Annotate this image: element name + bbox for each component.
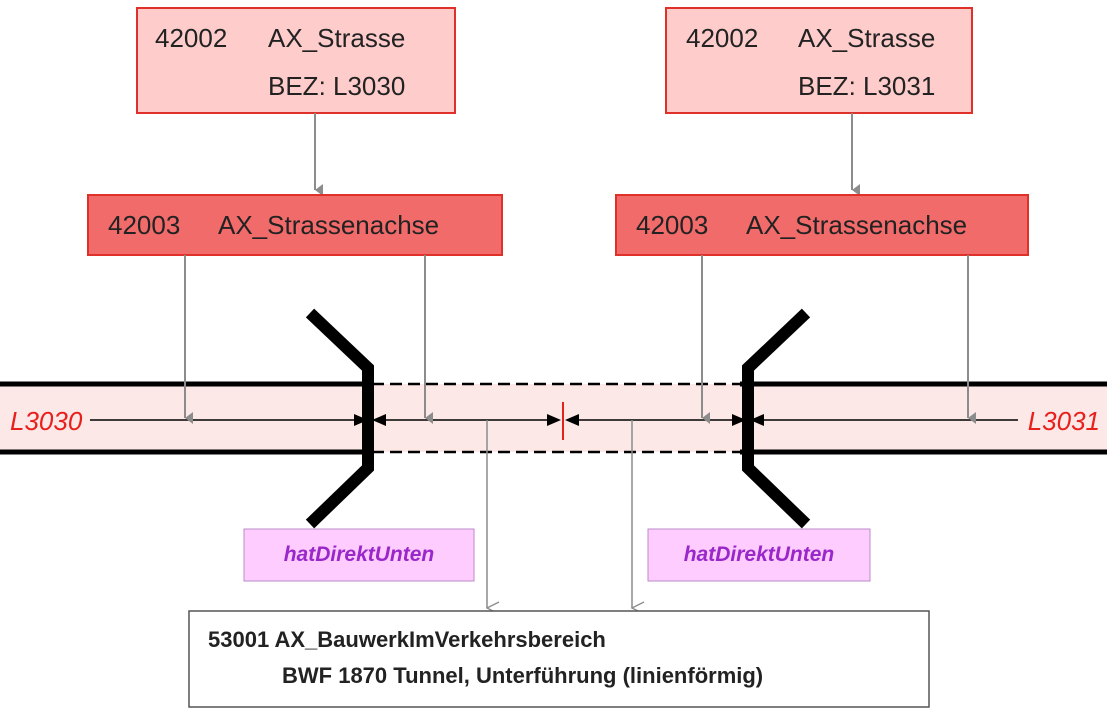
strasse-box-left: 42002 AX_Strasse BEZ: L3030 (136, 7, 456, 114)
bauwerk-subtitle: BWF 1870 Tunnel, Unterführung (linienför… (282, 663, 763, 688)
strasse-right-bez: BEZ: L3031 (798, 71, 935, 101)
bauwerk-title: 53001 AX_BauwerkImVerkehrsbereich (208, 627, 606, 652)
road-label-right: L3031 (1028, 406, 1100, 436)
relation-right-label: hatDirektUnten (684, 543, 835, 566)
road-label-left: L3030 (10, 406, 83, 436)
strasse-right-class: AX_Strasse (798, 23, 935, 53)
road-right-fill (740, 384, 1107, 452)
achse-right-code: 42003 (636, 210, 708, 240)
axis-node-arrow (372, 414, 386, 426)
strasse-right-code: 42002 (686, 23, 758, 53)
achse-right-class: AX_Strassenachse (746, 210, 967, 240)
tunnel-portal-right (742, 308, 811, 529)
strasse-box-right: 42002 AX_Strasse BEZ: L3031 (665, 7, 973, 114)
achse-box-left: 42003 AX_Strassenachse (87, 194, 503, 256)
strasse-left-class: AX_Strasse (268, 23, 405, 53)
strasse-left-bez: BEZ: L3030 (268, 71, 405, 101)
axis-node-arrow (565, 414, 579, 426)
achse-left-code: 42003 (108, 210, 180, 240)
axis-node-arrow (750, 414, 764, 426)
relation-left-label: hatDirektUnten (284, 543, 435, 566)
strasse-left-code: 42002 (155, 23, 227, 53)
achse-box-right: 42003 AX_Strassenachse (615, 194, 1029, 256)
axis-node-arrow (547, 414, 561, 426)
relation-box-right: hatDirektUnten (647, 528, 871, 582)
axis-node-arrow (732, 414, 746, 426)
tunnel-portal-left (305, 308, 374, 529)
bauwerk-box: 53001 AX_BauwerkImVerkehrsbereich BWF 18… (188, 610, 930, 708)
achse-left-class: AX_Strassenachse (218, 210, 439, 240)
axis-node-arrow (354, 414, 368, 426)
relation-box-left: hatDirektUnten (243, 528, 475, 582)
